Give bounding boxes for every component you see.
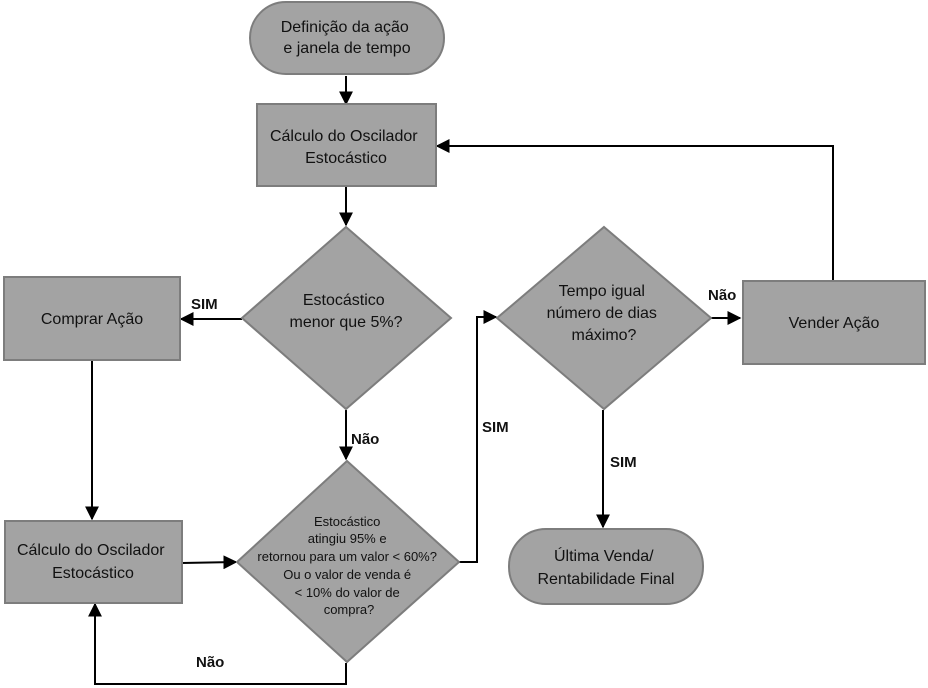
node-end: Última Venda/ Rentabilidade Final xyxy=(508,528,704,605)
label-low-no: Não xyxy=(351,431,379,448)
node-decision-sell-text: Estocástico atingiu 95% e retornou para … xyxy=(257,514,440,617)
label-time-no: Não xyxy=(708,287,736,304)
node-decision-time-text: Tempo igual número de dias máximo? xyxy=(547,283,662,344)
node-decision-time: Tempo igual número de dias máximo? xyxy=(495,225,713,411)
label-sell-no: Não xyxy=(196,654,224,671)
edge-decision-sell-no-loop xyxy=(88,602,347,685)
node-start-text: Definição da ação e janela de tempo xyxy=(281,19,414,57)
node-sell: Vender Ação xyxy=(742,280,926,365)
node-start: Definição da ação e janela de tempo xyxy=(249,1,445,75)
node-buy: Comprar Ação xyxy=(3,276,181,361)
node-buy-text: Comprar Ação xyxy=(41,311,143,328)
node-decision-low: Estocástico menor que 5%? xyxy=(240,225,453,411)
node-decision-low-text: Estocástico menor que 5%? xyxy=(290,292,403,331)
edge-sell-to-calc-top xyxy=(435,139,834,280)
edge-decision-sell-yes-to-time xyxy=(458,310,498,563)
node-calc-top: Cálculo do Oscilador Estocástico xyxy=(256,103,437,187)
node-end-text: Última Venda/ Rentabilidade Final xyxy=(538,546,675,588)
label-low-yes: SIM xyxy=(191,296,218,313)
node-sell-text: Vender Ação xyxy=(789,315,880,332)
node-calc-bottom-text: Cálculo do Oscilador Estocástico xyxy=(17,542,169,582)
edge-calc-bottom-to-decision-sell xyxy=(181,555,238,570)
node-calc-bottom: Cálculo do Oscilador Estocástico xyxy=(4,520,183,604)
label-sell-yes: SIM xyxy=(482,419,509,436)
node-calc-top-text: Cálculo do Oscilador Estocástico xyxy=(270,128,422,167)
node-decision-sell: Estocástico atingiu 95% e retornou para … xyxy=(235,459,461,664)
label-time-yes: SIM xyxy=(610,454,637,471)
connectors xyxy=(85,76,834,685)
